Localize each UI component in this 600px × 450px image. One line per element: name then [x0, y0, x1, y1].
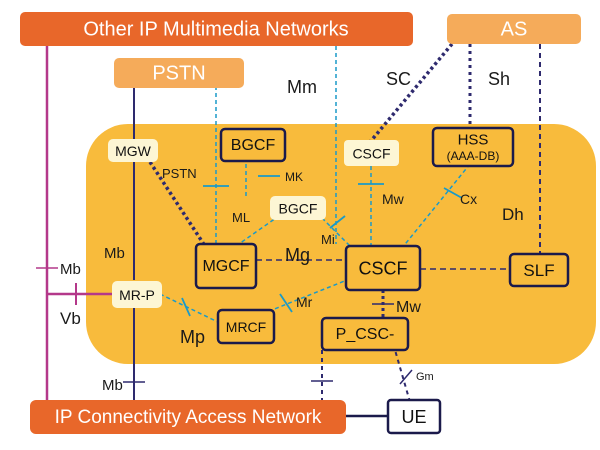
line-cx-tick — [443, 187, 463, 199]
as-label: AS — [501, 19, 528, 41]
line-mgw-mgcf — [148, 161, 207, 247]
bgcf-mid-label: BGCF — [279, 201, 318, 217]
cscf-top-label: CSCF — [352, 146, 390, 162]
ip-access-label: IP Connectivity Access Network — [55, 407, 322, 428]
hss-node: HSS (AAA-DB) — [431, 126, 515, 168]
line-mr-tick — [279, 293, 293, 313]
interface-mw-bottom-label: Mw — [396, 299, 421, 316]
ue-label: UE — [401, 407, 426, 427]
mgcf-label: MGCF — [202, 258, 249, 275]
other-ip-networks-label: Other IP Multimedia Networks — [83, 19, 348, 41]
interface-mb-bottom-label: Mb — [102, 377, 123, 394]
mr-p-node: MR-P — [112, 281, 162, 308]
cscf-main-label: CSCF — [359, 259, 408, 279]
interface-sc-label: SC — [386, 69, 411, 89]
p-cscf-label: P_CSC- — [336, 326, 395, 343]
interface-mw-top-label: Mw — [382, 191, 405, 207]
interface-pstn-label: PSTN — [162, 166, 197, 181]
ip-access-banner: IP Connectivity Access Network — [30, 400, 346, 434]
pstn-label: PSTN — [152, 63, 205, 85]
slf-label: SLF — [523, 261, 554, 280]
interface-mk-label: MK — [285, 170, 303, 184]
cscf-main-node: CSCF — [344, 244, 422, 292]
interface-mg-label: Mg — [285, 245, 310, 265]
line-mi-tick — [329, 215, 346, 229]
cscf-top-node: CSCF — [344, 140, 399, 166]
mr-p-label: MR-P — [119, 287, 155, 303]
as-banner: AS — [447, 14, 581, 44]
mgcf-node: MGCF — [194, 242, 258, 290]
ims-core-area — [86, 124, 596, 364]
interface-ml-label: ML — [232, 210, 250, 225]
bgcf-mid-node: BGCF — [270, 196, 326, 220]
line-bgcf-cscf-mi — [321, 217, 353, 249]
line-mp-tick — [181, 297, 191, 317]
interface-mb-core-label: Mb — [104, 245, 125, 262]
interface-mr-label: Mr — [296, 294, 313, 310]
interface-sh-label: Sh — [488, 69, 510, 89]
interface-gm-label: Gm — [416, 371, 434, 383]
hss-label: HSS — [458, 132, 489, 149]
interface-mi-label: Mi — [321, 232, 335, 247]
line-mrp-mrcf-mp — [159, 293, 223, 325]
hss-sub-label: (AAA-DB) — [447, 149, 500, 163]
interface-cx-label: Cx — [460, 191, 477, 207]
ue-node: UE — [386, 398, 442, 435]
bgcf-top-label: BGCF — [231, 137, 276, 154]
pstn-banner: PSTN — [114, 58, 244, 88]
bgcf-top-node: BGCF — [219, 127, 287, 163]
mgw-label: MGW — [115, 143, 152, 159]
interface-dh-label: Dh — [502, 205, 524, 224]
interface-mp-label: Mp — [180, 327, 205, 347]
p-cscf-node: P_CSC- — [320, 316, 410, 352]
mrcf-node: MRCF — [216, 308, 276, 345]
interface-mm-label: Mm — [287, 77, 317, 97]
slf-node: SLF — [508, 252, 570, 288]
line-mgcf-bgcf-ml — [235, 217, 277, 247]
interface-vb-label: Vb — [60, 309, 81, 328]
line-gm-tick — [399, 369, 413, 385]
line-mrcf-cscf-mr — [261, 277, 353, 315]
line-ue-pcsc — [394, 349, 411, 403]
mrcf-label: MRCF — [226, 319, 266, 335]
other-ip-networks-banner: Other IP Multimedia Networks — [20, 12, 413, 46]
interface-mb-left-label: Mb — [60, 261, 81, 278]
mgw-node: MGW — [108, 139, 158, 162]
